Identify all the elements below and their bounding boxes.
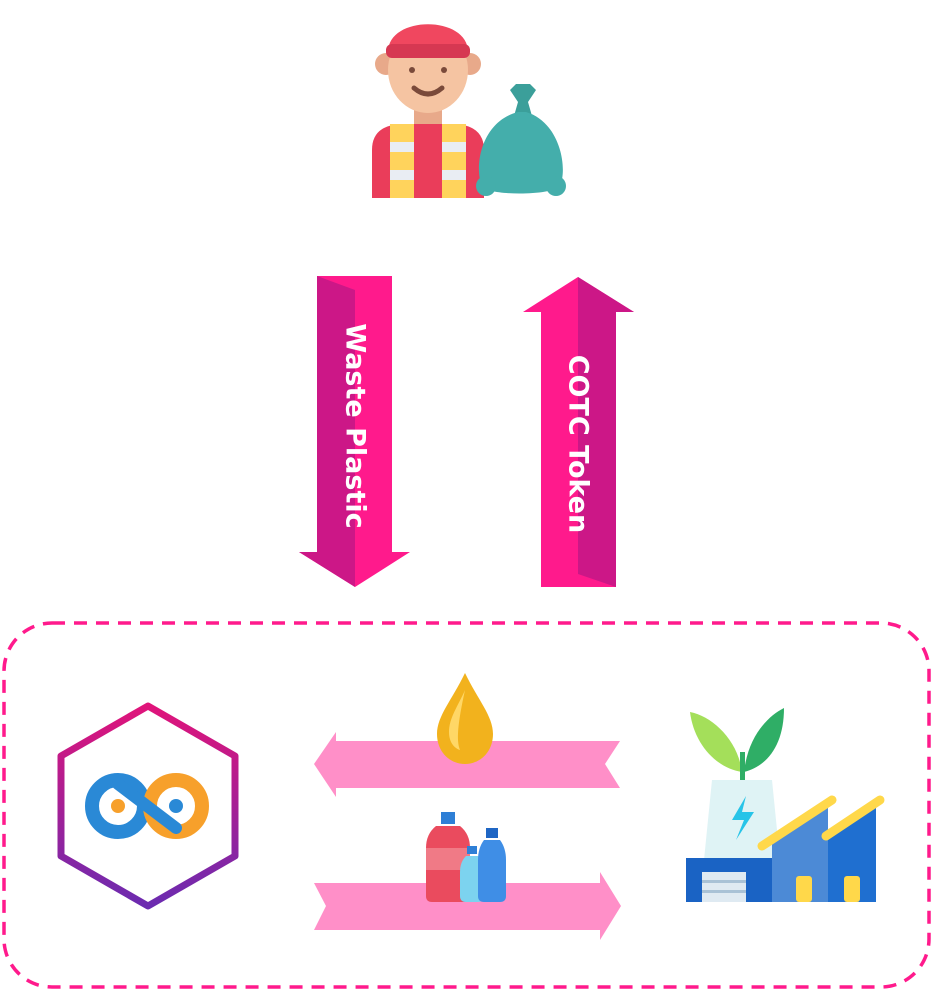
cotc-token-label: COTC Token <box>563 355 594 534</box>
green-energy-factory-icon <box>686 708 885 902</box>
plastic-delivery-arrow <box>314 872 621 940</box>
waste-collector-icon <box>372 24 484 198</box>
oil-return-arrow <box>314 732 620 797</box>
cotc-infinity-logo-icon <box>57 702 239 910</box>
oil-drop-icon <box>437 673 493 764</box>
waste-plastic-down-arrow: Waste Plastic <box>299 276 410 587</box>
plastic-bottles-icon <box>426 812 506 902</box>
cotc-token-up-arrow: COTC Token <box>523 277 634 587</box>
garbage-bag-icon <box>476 84 566 196</box>
waste-plastic-label: Waste Plastic <box>340 323 371 528</box>
processing-area-border <box>2 621 931 989</box>
